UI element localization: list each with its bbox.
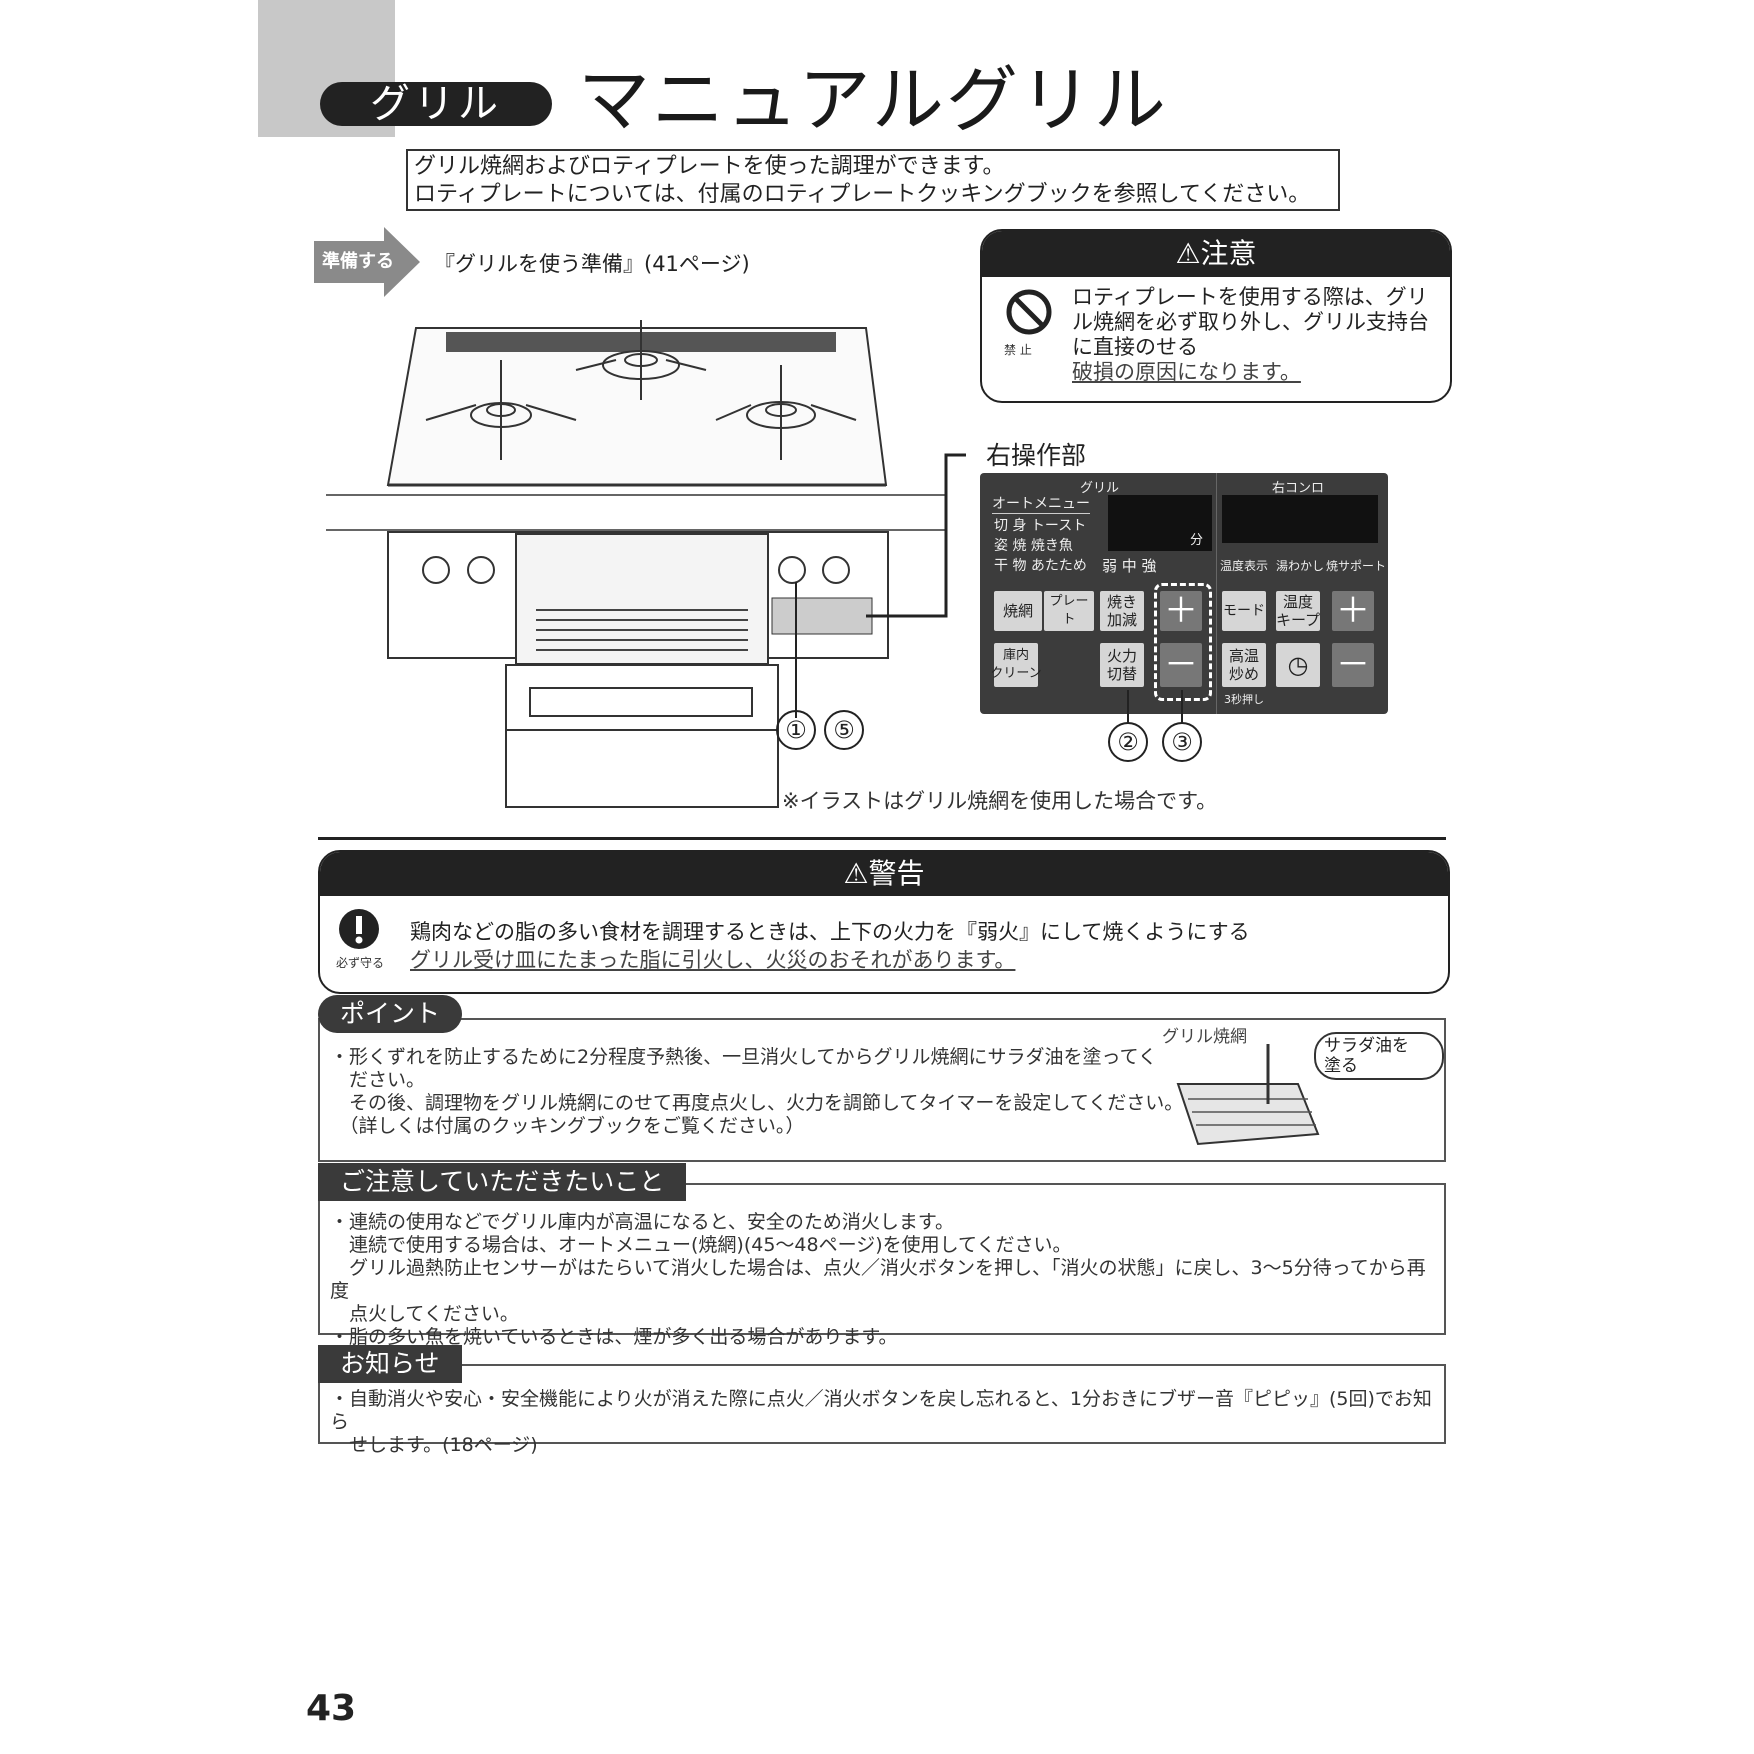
warning-triangle-icon: ⚠ (1175, 237, 1201, 270)
notice-box: ・自動消火や安心・安全機能により火が消えた際に点火／消火ボタンを戻し忘れると、1… (318, 1364, 1446, 1456)
warning-triangle-icon: ⚠ (843, 857, 869, 890)
grill-minus-button[interactable]: － (1160, 643, 1202, 687)
ondo-keep-button[interactable]: 温度 キープ (1275, 591, 1321, 631)
prohibited-label: 禁 止 (1004, 343, 1032, 357)
right-label-boil: 湯わかし (1276, 559, 1325, 573)
caution-line-2: ル焼網を必ず取り外し、グリル支持台 (1072, 310, 1429, 334)
prohibited-icon (1006, 289, 1052, 335)
prepare-arrow-icon (314, 227, 420, 297)
right-burner-display (1222, 495, 1378, 543)
timer-unit: 分 (1190, 533, 1204, 548)
callout-1: ① (776, 710, 816, 750)
karyoku-kirikae-button[interactable]: 火力 切替 (1100, 643, 1144, 687)
caution-box: ⚠注意 禁 止 ロティプレートを使用する際は、グリ ル焼網を必ず取り外し、グリル… (980, 229, 1452, 403)
grill-plus-button[interactable]: ＋ (1160, 591, 1202, 631)
oil-bubble: サラダ油を 塗る (1314, 1032, 1444, 1080)
notice-tag: お知らせ (318, 1345, 462, 1383)
caution-title: 注意 (1200, 237, 1257, 270)
divider (318, 837, 1446, 840)
grill-timer-display (1108, 495, 1212, 551)
warning-main: 鶏肉などの脂の多い食材を調理するときは、上下の火力を『弱火』にして焼くようにする (410, 920, 1250, 944)
section-pill: グリル (320, 82, 552, 126)
attention-line-1: ・連続の使用などでグリル庫内が高温になると、安全のため消火します。 (330, 1211, 954, 1233)
menu-row-1: 切 身 トースト (994, 518, 1087, 534)
yaki-kagen-button[interactable]: 焼き 加減 (1100, 591, 1144, 631)
right-burner-header: 右コンロ (1272, 481, 1325, 496)
point-line-4: （詳しくは付属のクッキングブックをご覧ください。） (330, 1115, 805, 1137)
notice-line-1: ・自動消火や安心・安全機能により火が消えた際に点火／消火ボタンを戻し忘れると、1… (330, 1388, 1432, 1433)
illustration-note: ※イラストはグリル焼網を使用した場合です。 (782, 789, 1218, 813)
attention-line-5: ・脂の多い魚を焼いているときは、煙が多く出る場合があります。 (330, 1326, 898, 1348)
yakiami-button[interactable]: 焼網 (994, 591, 1042, 631)
point-tag: ポイント (318, 995, 463, 1033)
caution-line-1: ロティプレートを使用する際は、グリ (1072, 285, 1428, 309)
mandatory-icon (339, 909, 379, 949)
warning-box: ⚠警告 必ず守る 鶏肉などの脂の多い食材を調理するときは、上下の火力を『弱火』に… (318, 850, 1450, 994)
mandatory-label: 必ず守る (336, 956, 385, 970)
attention-line-3: グリル過熱防止センサーがはたらいて消火した場合は、点火／消火ボタンを押し、「消火… (330, 1257, 1426, 1302)
caution-consequence: 破損の原因になります。 (1072, 360, 1301, 384)
control-panel-label: 右操作部 (986, 441, 1087, 470)
prepare-arrow-label: 準備する (322, 251, 394, 272)
callout-3: ③ (1162, 722, 1202, 762)
kouon-itame-button[interactable]: 高温 炒め (1222, 643, 1266, 687)
press-3sec-label: 3秒押し (1224, 693, 1264, 706)
prepare-reference: 『グリルを使う準備』(41ページ) (434, 252, 750, 276)
notice-text: ・自動消火や安心・安全機能により火が消えた際に点火／消火ボタンを戻し忘れると、1… (330, 1388, 1444, 1457)
attention-text: ・連続の使用などでグリル庫内が高温になると、安全のため消火します。 連続で使用す… (330, 1211, 1444, 1349)
callout-leaders (1127, 690, 1183, 724)
caution-header: ⚠注意 (982, 231, 1450, 277)
grill-net-label: グリル焼網 (1162, 1027, 1247, 1047)
warning-consequence: グリル受け皿にたまった脂に引火し、火災のおそれがあります。 (410, 948, 1016, 972)
caution-line-3: に直接のせる (1072, 335, 1198, 359)
point-text: ・形くずれを防止するために2分程度予熱後、一旦消火してからグリル焼網にサラダ油を… (330, 1046, 1183, 1138)
warning-header: ⚠警告 (320, 852, 1448, 896)
point-line-2: ださい。 (330, 1069, 426, 1091)
intro-line-2: ロティプレートについては、付属のロティプレートクッキングブックを参照してください… (414, 182, 1311, 207)
right-label-support: 焼サポート (1326, 559, 1387, 573)
notice-line-2: せします。(18ページ) (330, 1434, 538, 1456)
callout-2: ② (1108, 722, 1148, 762)
intro-box: グリル焼網およびロティプレートを使った調理ができます。 ロティプレートについては… (406, 149, 1340, 211)
heat-levels: 弱 中 強 (1102, 557, 1157, 575)
point-box: ・形くずれを防止するために2分程度予熱後、一旦消火してからグリル焼網にサラダ油を… (318, 1018, 1446, 1162)
plate-button[interactable]: プレート (1044, 591, 1094, 631)
page-number: 43 (306, 1688, 357, 1729)
point-line-1: ・形くずれを防止するために2分程度予熱後、一旦消火してからグリル焼網にサラダ油を… (330, 1046, 1158, 1068)
mode-button[interactable]: モード (1222, 591, 1266, 631)
point-line-3: その後、調理物をグリル焼網にのせて再度点火し、火力を調節してタイマーを設定してく… (330, 1092, 1184, 1114)
grill-header: グリル (1080, 481, 1120, 496)
attention-box: ・連続の使用などでグリル庫内が高温になると、安全のため消火します。 連続で使用す… (318, 1183, 1446, 1348)
right-minus-button[interactable]: － (1332, 643, 1374, 687)
timer-icon: ◷ (1287, 651, 1309, 679)
highlight-plus-minus (1154, 583, 1212, 701)
attention-tag: ご注意していただきたいこと (318, 1163, 687, 1201)
callout-5: ⑤ (824, 710, 864, 750)
stove-illustration (326, 320, 966, 808)
caution-text: ロティプレートを使用する際は、グリ ル焼網を必ず取り外し、グリル支持台 に直接の… (1072, 285, 1442, 385)
attention-line-2: 連続で使用する場合は、オートメニュー(焼網)(45〜48ページ)を使用してくださ… (330, 1234, 1072, 1256)
intro-line-1: グリル焼網およびロティプレートを使った調理ができます。 (414, 154, 1005, 179)
right-control-panel: グリル 右コンロ オートメニュー 切 身 トースト 姿 焼 焼き魚 干 物 あた… (980, 473, 1388, 714)
menu-row-2: 姿 焼 焼き魚 (994, 538, 1073, 554)
page-title: マニュアルグリル (578, 58, 1168, 142)
right-label-temp: 温度表示 (1220, 559, 1269, 573)
auto-menu-label: オートメニュー (992, 493, 1090, 514)
grill-net-illustration (1176, 1044, 1320, 1146)
warning-title: 警告 (868, 857, 925, 890)
konai-clean-button[interactable]: 庫内 クリーン (990, 643, 1042, 687)
menu-row-3: 干 物 あたため (994, 558, 1087, 574)
attention-line-4: 点火してください。 (330, 1303, 519, 1325)
timer-button[interactable]: ◷ (1276, 643, 1320, 687)
right-plus-button[interactable]: ＋ (1332, 591, 1374, 631)
